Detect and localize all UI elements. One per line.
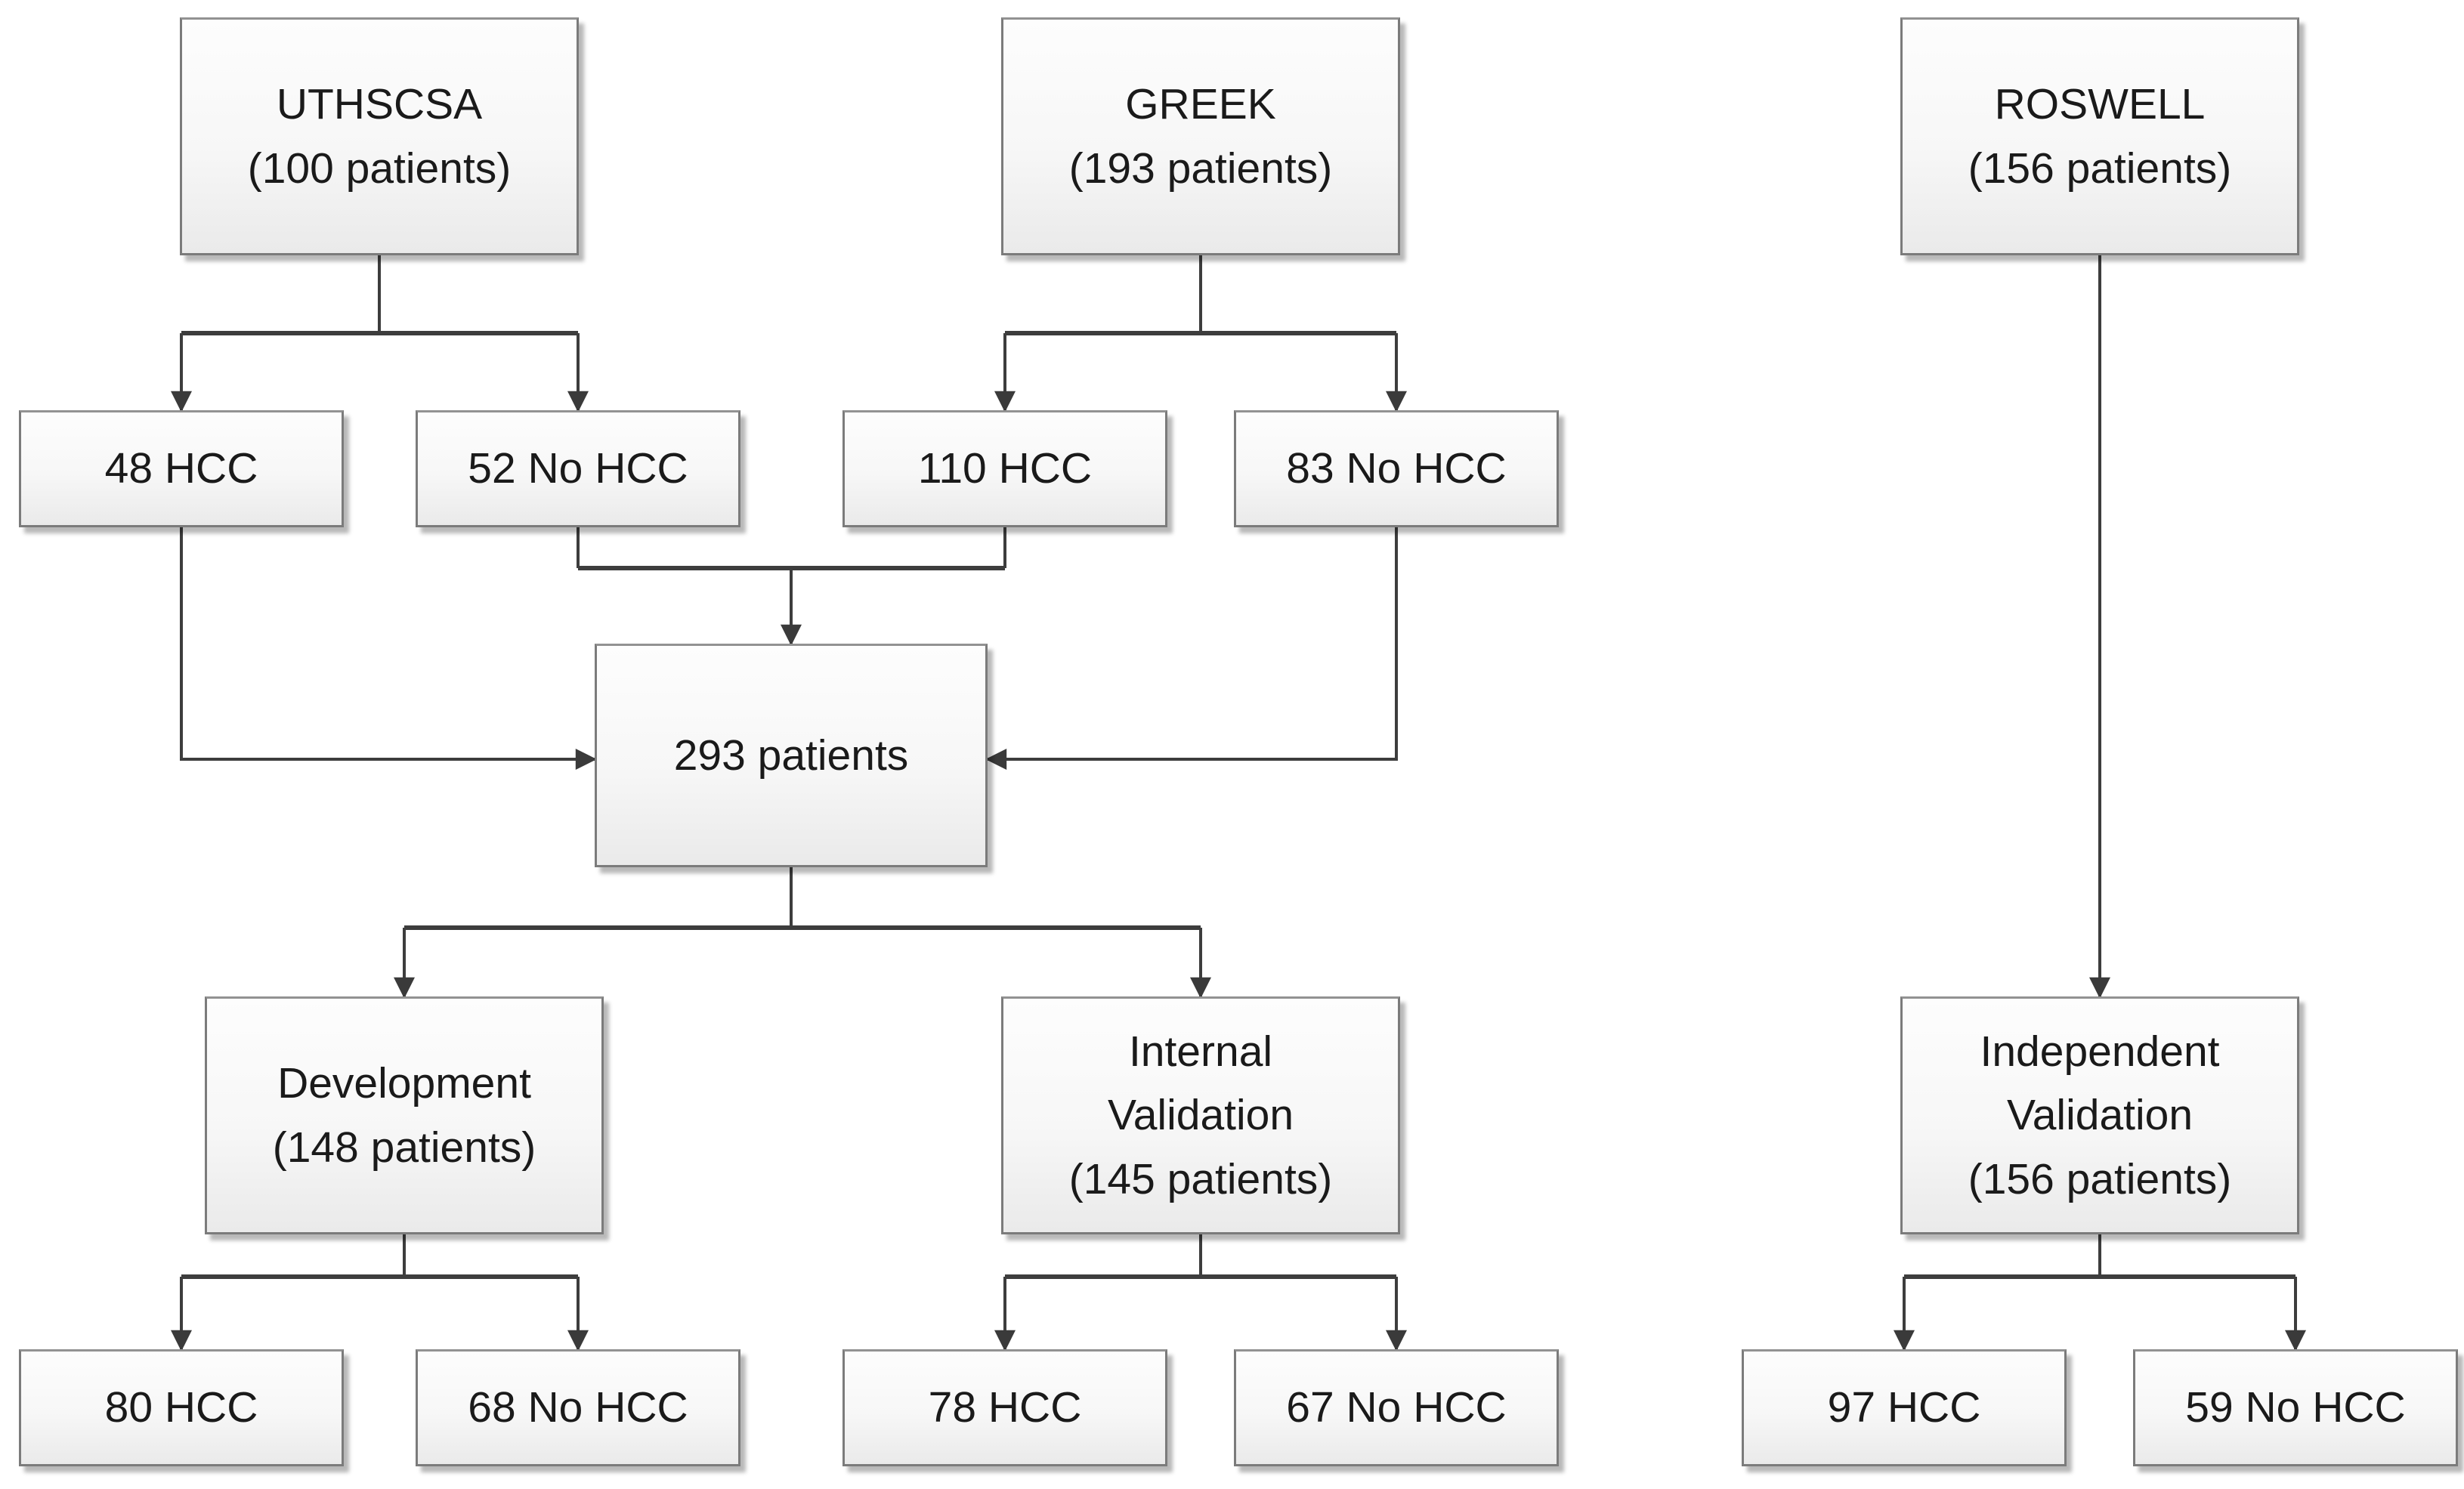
node-label-line: (148 patients) [272, 1123, 536, 1172]
node-label-line: 293 patients [673, 731, 909, 780]
node-label-line: Internal [1128, 1027, 1273, 1076]
node-78-hcc: 78 HCC [842, 1349, 1167, 1466]
node-label-line: (145 patients) [1068, 1154, 1333, 1203]
node-67-no-hcc: 67 No HCC [1234, 1349, 1559, 1466]
connector-48hcc-to-pooled [180, 527, 597, 770]
node-roswell: ROSWELL (156 patients) [1900, 17, 2299, 255]
node-uthscsa: UTHSCSA (100 patients) [180, 17, 579, 255]
node-label-line: (193 patients) [1068, 144, 1333, 193]
node-label-line: 52 No HCC [468, 444, 688, 493]
node-label-line: 48 HCC [104, 444, 258, 493]
node-label-line: GREEK [1125, 80, 1276, 129]
node-greek: GREEK (193 patients) [1001, 17, 1400, 255]
node-59-no-hcc: 59 No HCC [2133, 1349, 2458, 1466]
node-label-line: 80 HCC [104, 1383, 258, 1432]
node-label-line: (156 patients) [1968, 1154, 2232, 1203]
node-label-line: 110 HCC [917, 444, 1093, 493]
node-label-line: 78 HCC [928, 1383, 1082, 1432]
node-52-no-hcc: 52 No HCC [416, 410, 740, 527]
node-label-line: Validation [2006, 1091, 2193, 1140]
node-label-line: Validation [1107, 1091, 1294, 1140]
node-48-hcc: 48 HCC [19, 410, 344, 527]
node-label-line: 67 No HCC [1286, 1383, 1507, 1432]
node-label-line: (156 patients) [1968, 144, 2232, 193]
node-label-line: 59 No HCC [2185, 1383, 2406, 1432]
node-internal-validation: Internal Validation (145 patients) [1001, 996, 1400, 1234]
node-label-line: (100 patients) [247, 144, 512, 193]
node-97-hcc: 97 HCC [1742, 1349, 2067, 1466]
node-label-line: Independent [1980, 1027, 2220, 1076]
node-label-line: ROSWELL [1994, 80, 2206, 129]
node-label-line: Development [277, 1059, 531, 1108]
node-68-no-hcc: 68 No HCC [416, 1349, 740, 1466]
node-293-patients: 293 patients [595, 644, 988, 867]
connector-83nohcc-to-pooled [985, 527, 1398, 770]
node-label-line: 68 No HCC [468, 1383, 688, 1432]
node-label-line: UTHSCSA [276, 80, 483, 129]
node-label-line: 97 HCC [1827, 1383, 1981, 1432]
node-development: Development (148 patients) [205, 996, 604, 1234]
node-110-hcc: 110 HCC [842, 410, 1167, 527]
node-83-no-hcc: 83 No HCC [1234, 410, 1559, 527]
node-independent-validation: Independent Validation (156 patients) [1900, 996, 2299, 1234]
node-label-line: 83 No HCC [1286, 444, 1507, 493]
node-80-hcc: 80 HCC [19, 1349, 344, 1466]
